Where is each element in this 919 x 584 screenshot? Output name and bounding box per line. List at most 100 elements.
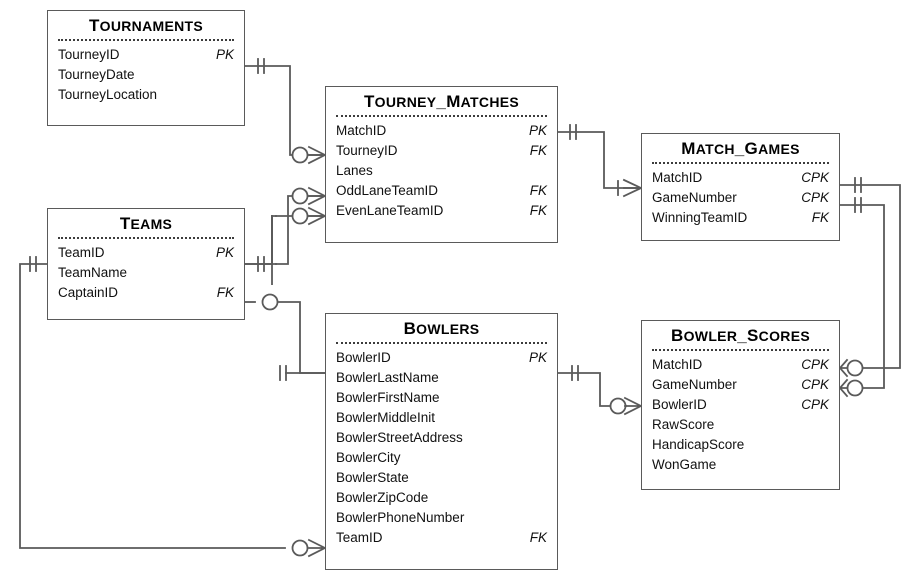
- entity-separator: [336, 115, 547, 117]
- attribute-name: TourneyID: [58, 47, 120, 62]
- relationship-teams-odd-lane-team: [244, 186, 327, 272]
- attribute-key-badge: FK: [529, 183, 547, 198]
- attribute-key-badge: CPK: [801, 170, 829, 185]
- attribute-key-badge: CPK: [801, 397, 829, 412]
- attribute-key-badge: CPK: [801, 190, 829, 205]
- attribute-row: TourneyDate: [58, 65, 234, 85]
- attribute-name: TourneyLocation: [58, 87, 158, 102]
- attribute-row: TourneyID PK: [58, 45, 234, 65]
- attribute-row: HandicapScore: [652, 435, 829, 455]
- attribute-key-badge: PK: [215, 47, 234, 62]
- relationship-tourney-matches-match-games: [557, 124, 643, 198]
- attribute-key-badge: FK: [811, 210, 829, 225]
- entity-title-tournaments: TOURNAMENTS: [88, 16, 204, 35]
- attribute-name: BowlerID: [336, 350, 391, 365]
- attribute-row: BowlerPhoneNumber: [336, 508, 547, 528]
- attribute-row: EvenLaneTeamID FK: [336, 201, 547, 221]
- attribute-name: GameNumber: [652, 190, 737, 205]
- attribute-row: MatchID CPK: [652, 168, 829, 188]
- attribute-name: TourneyID: [336, 143, 398, 158]
- attribute-row: BowlerStreetAddress: [336, 428, 547, 448]
- attribute-key-badge: PK: [215, 245, 234, 260]
- attribute-row: MatchID CPK: [652, 355, 829, 375]
- relationship-bowlers-bowler-scores: [557, 365, 643, 416]
- attribute-name: TeamID: [336, 530, 383, 545]
- attribute-name: TeamName: [58, 265, 128, 280]
- attribute-name: BowlerStreetAddress: [336, 430, 463, 445]
- attribute-name: RawScore: [652, 417, 715, 432]
- attribute-name: Lanes: [336, 163, 373, 178]
- attribute-key-badge: CPK: [801, 377, 829, 392]
- relationship-match-games-bowler-scores-matchid: [838, 177, 901, 378]
- attribute-name: BowlerLastName: [336, 370, 439, 385]
- attribute-name: TeamID: [58, 245, 105, 260]
- relationship-teams-captain-bowlers: [244, 293, 326, 381]
- attribute-row: BowlerMiddleInit: [336, 408, 547, 428]
- entity-separator: [336, 342, 547, 344]
- attribute-key-badge: FK: [529, 203, 547, 218]
- attribute-name: BowlerFirstName: [336, 390, 440, 405]
- attribute-key-badge: CPK: [801, 357, 829, 372]
- entity-title-tourney-matches: TOURNEY_MATCHES: [363, 92, 520, 111]
- attribute-row: TourneyID FK: [336, 141, 547, 161]
- attribute-name: CaptainID: [58, 285, 119, 300]
- entity-title-bowlers: BOWLERS: [403, 319, 480, 338]
- attribute-name: BowlerZipCode: [336, 490, 429, 505]
- entity-separator: [652, 162, 829, 164]
- attribute-row: BowlerFirstName: [336, 388, 547, 408]
- entity-title-teams: TEAMS: [119, 214, 173, 233]
- entity-title-match-games: MATCH_GAMES: [681, 139, 800, 158]
- relationship-match-games-bowler-scores-gamenumber: [838, 197, 885, 398]
- attribute-key-badge: FK: [529, 143, 547, 158]
- attribute-name: TourneyDate: [58, 67, 135, 82]
- attribute-row: RawScore: [652, 415, 829, 435]
- attribute-row: GameNumber CPK: [652, 188, 829, 208]
- attribute-name: MatchID: [652, 357, 703, 372]
- attribute-name: BowlerPhoneNumber: [336, 510, 465, 525]
- attribute-row: BowlerState: [336, 468, 547, 488]
- attribute-row: WonGame: [652, 455, 829, 475]
- entity-separator: [58, 237, 234, 239]
- attribute-row: Lanes: [336, 161, 547, 181]
- relationship-teams-even-lane-team: [244, 206, 327, 285]
- attribute-name: BowlerState: [336, 470, 409, 485]
- attribute-name: GameNumber: [652, 377, 737, 392]
- attribute-name: EvenLaneTeamID: [336, 203, 444, 218]
- attribute-row: BowlerCity: [336, 448, 547, 468]
- attribute-row: OddLaneTeamID FK: [336, 181, 547, 201]
- attribute-row: GameNumber CPK: [652, 375, 829, 395]
- attribute-row: MatchID PK: [336, 121, 547, 141]
- attribute-name: BowlerCity: [336, 450, 401, 465]
- attribute-key-badge: FK: [216, 285, 234, 300]
- attribute-name: HandicapScore: [652, 437, 745, 452]
- attribute-row: BowlerZipCode: [336, 488, 547, 508]
- entity-separator: [652, 349, 829, 351]
- attribute-row: BowlerLastName: [336, 368, 547, 388]
- attribute-name: WonGame: [652, 457, 717, 472]
- attribute-name: MatchID: [336, 123, 387, 138]
- attribute-row: TeamID PK: [58, 243, 234, 263]
- entity-separator: [58, 39, 234, 41]
- attribute-row: CaptainID FK: [58, 283, 234, 303]
- attribute-name: MatchID: [652, 170, 703, 185]
- attribute-row: TeamName: [58, 263, 234, 283]
- attribute-name: BowlerMiddleInit: [336, 410, 436, 425]
- entity-tourney-matches[interactable]: TOURNEY_MATCHES MatchID PK TourneyID FK Lane…: [325, 86, 558, 243]
- attribute-key-badge: PK: [528, 123, 547, 138]
- attribute-name: OddLaneTeamID: [336, 183, 439, 198]
